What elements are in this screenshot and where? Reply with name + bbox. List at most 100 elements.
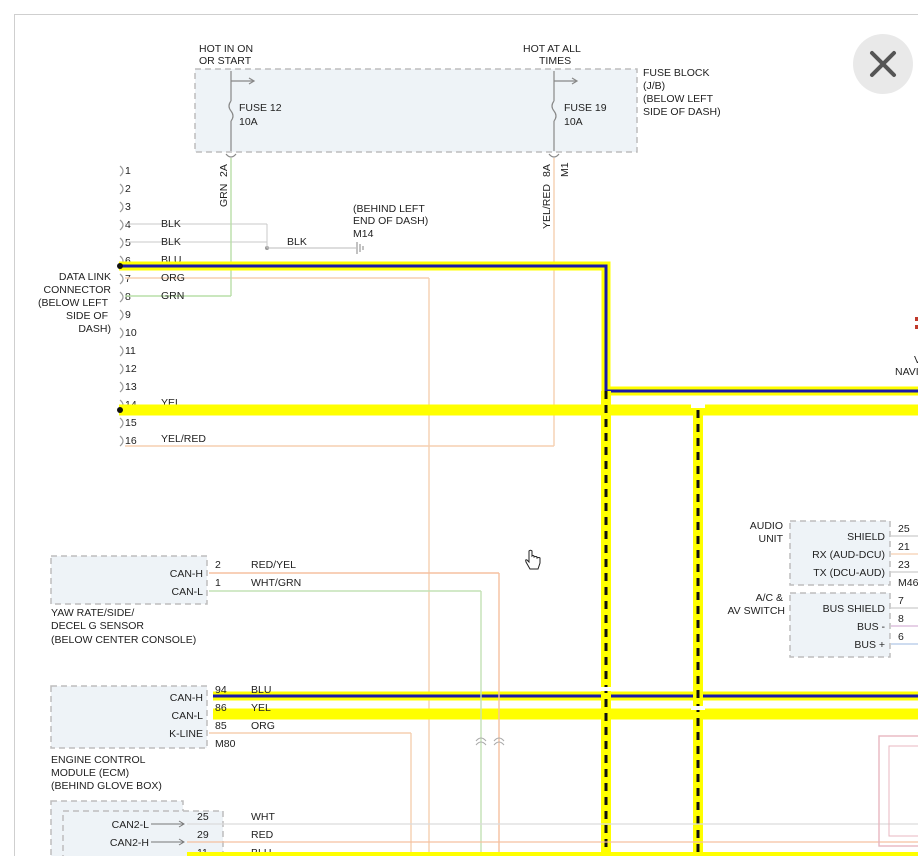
dlc-pin-number: 7 xyxy=(125,273,131,285)
pin-name: CAN-H xyxy=(170,692,203,704)
dlc-pin-terminal xyxy=(119,345,124,357)
dlc-label: CONNECTOR xyxy=(44,284,112,296)
pin-num: 7 xyxy=(898,595,904,607)
bottom-module: CAN2-L CAN2-H 25 29 11 WHT RED BLU xyxy=(50,800,918,856)
dlc-pin-terminal xyxy=(119,291,124,303)
pin-name: CAN-L xyxy=(171,586,203,598)
pin-num: 29 xyxy=(197,829,209,841)
dlc-label: SIDE OF xyxy=(66,310,108,322)
wire-label: GRN xyxy=(161,290,184,302)
hot-label: HOT AT ALL xyxy=(523,43,581,55)
dlc-pin-number: 6 xyxy=(125,255,131,267)
wire-label: BLK xyxy=(161,218,181,230)
wire-label: BLU xyxy=(251,684,271,696)
dlc-pin-terminal xyxy=(119,309,124,321)
pin-name: BUS - xyxy=(857,621,886,633)
dlc-pin-number: 15 xyxy=(125,417,137,429)
pin-num: 23 xyxy=(898,559,910,571)
close-button[interactable] xyxy=(853,34,913,94)
dlc-pin-terminal xyxy=(119,381,124,393)
can-low-wire xyxy=(119,404,918,720)
audio-label: AUDIO xyxy=(750,520,783,532)
wire-label: WHT xyxy=(251,811,275,823)
dlc-pin-number: 2 xyxy=(125,183,131,195)
wire-label: ORG xyxy=(161,272,185,284)
pin-name: K-LINE xyxy=(169,728,203,740)
pin-name: CAN2-H xyxy=(110,837,149,849)
ecm-label: MODULE (ECM) xyxy=(51,767,129,779)
wire-label: RED/YEL xyxy=(251,559,296,571)
ground-m14: (BEHIND LEFT END OF DASH) M14 BLK xyxy=(265,203,428,254)
wire-label: BLK xyxy=(161,236,181,248)
dlc-pin-number: 1 xyxy=(125,165,131,177)
pin-label: 2A xyxy=(218,164,230,177)
dlc-pin-number: 5 xyxy=(125,237,131,249)
navi-unit-partial: V NAVI xyxy=(878,317,918,847)
dlc-pin-terminal xyxy=(119,201,124,213)
ac-av-switch: A/C & AV SWITCH BUS SHIELD BUS - BUS + 7… xyxy=(727,592,918,658)
connector-label: M14 xyxy=(353,228,374,240)
ground-icon xyxy=(356,242,364,254)
data-link-connector: DATA LINK CONNECTOR (BELOW LEFT SIDE OF … xyxy=(38,158,555,856)
pin-num: 1 xyxy=(215,577,221,589)
fuse-19 xyxy=(551,71,579,151)
navi-label: NAVI xyxy=(895,366,918,378)
dlc-pin-terminal xyxy=(119,183,124,195)
yaw-label: (BELOW CENTER CONSOLE) xyxy=(51,634,196,646)
switch-label: AV SWITCH xyxy=(727,605,785,617)
dlc-pin-number: 10 xyxy=(125,327,137,339)
hot-label: TIMES xyxy=(539,55,571,67)
diagram-viewer: FUSE BLOCK (J/B) (BELOW LEFT SIDE OF DAS… xyxy=(14,14,918,856)
pin-num: 8 xyxy=(898,613,904,625)
dlc-label: DASH) xyxy=(78,323,111,335)
pin-num: 25 xyxy=(898,523,910,535)
hot-label: HOT IN ON xyxy=(199,43,253,55)
dlc-pin-number: 9 xyxy=(125,309,131,321)
pin-num: 2 xyxy=(215,559,221,571)
dlc-pin-number: 8 xyxy=(125,291,131,303)
ecm-label: ENGINE CONTROL xyxy=(51,754,146,766)
hand-cursor-icon xyxy=(525,549,541,570)
hot-label: OR START xyxy=(199,55,252,67)
pin-num: 11 xyxy=(197,847,208,856)
pin-name: RX (AUD-DCU) xyxy=(812,549,885,561)
dlc-pin-number: 16 xyxy=(125,435,137,447)
dlc-pin-terminal xyxy=(119,363,124,375)
fuse-12 xyxy=(228,71,256,151)
close-icon xyxy=(870,51,896,77)
wire-label: YEL/RED xyxy=(541,184,553,229)
pin-num: 94 xyxy=(215,684,227,696)
audio-label: UNIT xyxy=(759,533,784,545)
wire-label: BLK xyxy=(287,236,307,248)
wire-label: YEL xyxy=(251,702,271,714)
fuse-rating: 10A xyxy=(239,116,258,128)
engine-control-module: CAN-H CAN-L K-LINE 94 86 85 BLU YEL ORG … xyxy=(50,684,412,856)
dlc-pin-terminal xyxy=(119,219,124,231)
dlc-pin-terminal xyxy=(119,417,124,429)
pin-num: 6 xyxy=(898,631,904,643)
dlc-pin-terminal xyxy=(119,165,124,177)
fuse-name: FUSE 19 xyxy=(564,102,607,114)
pin-label: 8A xyxy=(541,164,553,177)
yaw-label: YAW RATE/SIDE/ xyxy=(51,607,134,619)
fuse-name: FUSE 12 xyxy=(239,102,282,114)
pin-name: TX (DCU-AUD) xyxy=(813,567,885,579)
pin-name: BUS + xyxy=(854,639,885,651)
pin-name: BUS SHIELD xyxy=(823,603,886,615)
dlc-pin-terminal xyxy=(119,273,124,285)
ecm-label: (BEHIND GLOVE BOX) xyxy=(51,780,162,792)
pin-name: CAN-H xyxy=(170,568,203,580)
dlc-pin-number: 4 xyxy=(125,219,131,231)
audio-unit: AUDIO UNIT SHIELD RX (AUD-DCU) TX (DCU-A… xyxy=(750,520,918,589)
wire-label: ORG xyxy=(251,720,275,732)
switch-label: A/C & xyxy=(756,592,783,604)
dlc-label: DATA LINK xyxy=(59,271,111,283)
navi-label: V xyxy=(914,354,918,366)
dlc-pin-number: 13 xyxy=(125,381,137,393)
dlc-pin-number: 11 xyxy=(125,345,136,357)
ground-label: (BEHIND LEFT xyxy=(353,203,425,215)
wire-label: RED xyxy=(251,829,274,841)
dlc-pin-number: 3 xyxy=(125,201,131,213)
fuse-block-label: (J/B) xyxy=(643,80,665,92)
wire-label: YEL/RED xyxy=(161,433,206,445)
